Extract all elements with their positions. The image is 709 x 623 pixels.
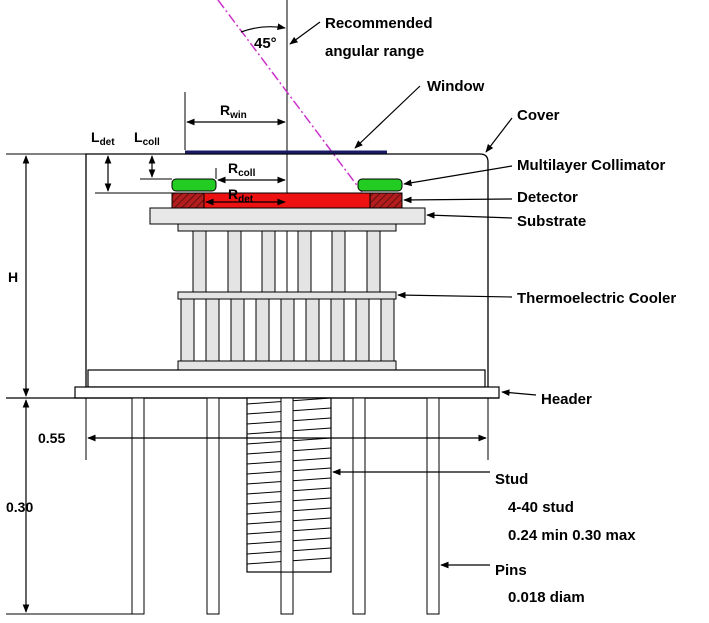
tec-label: Thermoelectric Cooler [517, 290, 676, 307]
stud-spec: 4-40 stud [508, 499, 574, 516]
pins-label: Pins [495, 562, 527, 579]
substrate-label: Substrate [517, 213, 586, 230]
tec-upper-columns [192, 230, 381, 293]
substrate [149, 207, 426, 225]
r-coll-label: Rcoll [228, 160, 256, 179]
tec-plate-top [177, 223, 397, 232]
recommended-leader [289, 21, 321, 45]
recommended-label-line1: Recommended [325, 15, 433, 32]
collimator-right [357, 178, 403, 192]
collimator-label: Multilayer Collimator [517, 157, 666, 174]
collimator-leader [403, 165, 513, 187]
header-flange [74, 386, 500, 399]
h-label: H [8, 269, 18, 285]
pin-length-label: 0.30 [6, 499, 33, 515]
header-leader [501, 389, 537, 397]
tec-plate-bottom [177, 360, 397, 371]
stud [246, 397, 332, 573]
l-coll-label: Lcoll [134, 129, 160, 148]
header-plate [87, 369, 486, 388]
r-win-label: Rwin [220, 102, 247, 121]
cover-leader [485, 117, 513, 153]
tec-plate-middle [177, 291, 397, 300]
recommended-label-line2: angular range [325, 43, 424, 60]
header-label: Header [541, 391, 592, 408]
r-det-label: Rdet [228, 186, 254, 205]
l-det-label: Ldet [91, 129, 115, 148]
tec-lower-columns [180, 298, 395, 362]
detector-edge-right [369, 192, 403, 209]
window-label: Window [427, 78, 485, 95]
substrate-leader [426, 211, 513, 219]
window-leader [354, 85, 421, 149]
cover-label: Cover [517, 107, 560, 124]
pins-diameter: 0.018 diam [508, 589, 585, 606]
cover [85, 153, 489, 390]
stud-length: 0.24 min 0.30 max [508, 527, 636, 544]
collimator-left [171, 178, 217, 192]
detector-label: Detector [517, 189, 578, 206]
detector-leader [403, 196, 513, 204]
stud-label: Stud [495, 471, 528, 488]
angle-label: 45° [254, 35, 277, 52]
detector-edge-left [171, 192, 205, 209]
tec-leader [397, 291, 513, 299]
width-label: 0.55 [38, 430, 65, 446]
angle-arc [240, 23, 286, 33]
